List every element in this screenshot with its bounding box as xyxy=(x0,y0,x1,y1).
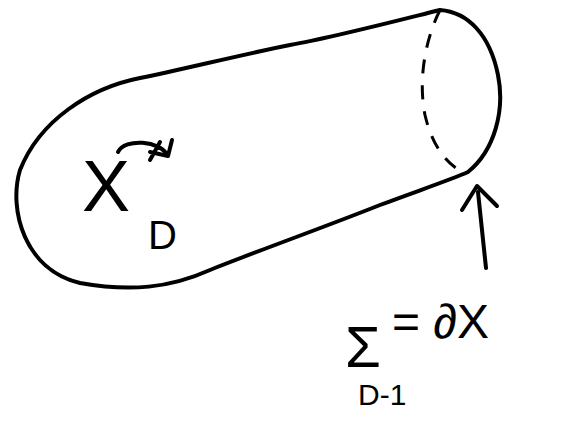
leader-line xyxy=(478,192,486,268)
boundary-dashed xyxy=(422,10,462,172)
boundary-label: D-1 xyxy=(358,380,406,410)
manifold-body xyxy=(16,10,500,288)
arrow-head xyxy=(462,186,497,210)
boundary-label: = ∂X xyxy=(392,298,489,346)
manifold-shape: XD xyxy=(0,0,586,300)
boundary-label: Σ xyxy=(345,318,381,376)
manifold-name: X xyxy=(82,150,130,222)
dimension-subscript: D xyxy=(148,215,177,255)
